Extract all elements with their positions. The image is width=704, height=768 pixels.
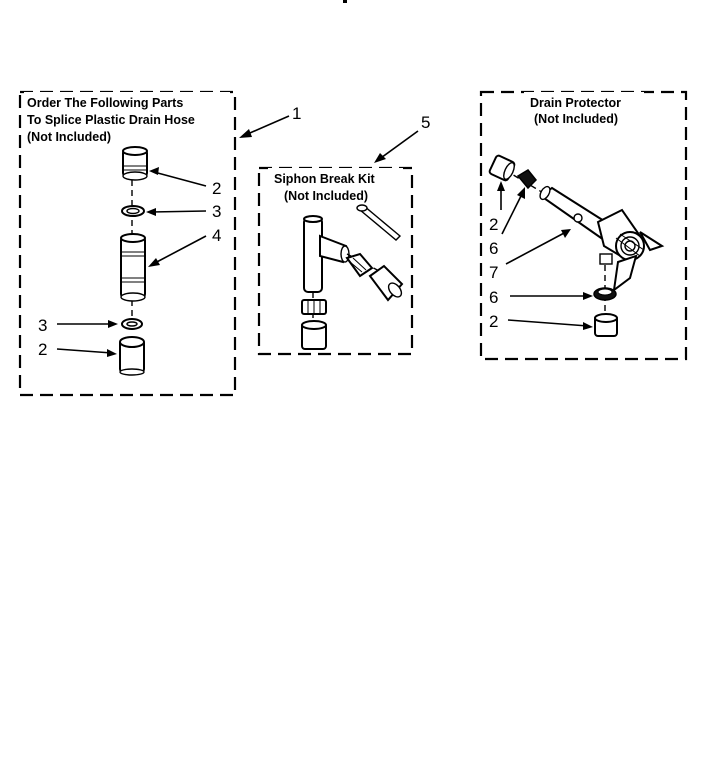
- arrowhead: [561, 229, 571, 238]
- splice-connector-bottom-part: [119, 336, 145, 376]
- splice-kit-title-line-3: (Not Included): [27, 130, 111, 144]
- arrowhead: [107, 349, 117, 357]
- splice-label-clamp-bottom: 3: [38, 316, 47, 335]
- splice-coupler-part: [120, 233, 146, 302]
- stray-mark: [343, 0, 347, 3]
- siphon-kit-box: [257, 166, 414, 356]
- siphon-nut-bottom-part: [301, 299, 327, 315]
- drain-label-ring: 6: [489, 288, 498, 307]
- drain-bottom-cap-part: [594, 313, 618, 337]
- siphon-cap-bottom-part: [301, 320, 327, 350]
- splice-clamp-top-part: [121, 205, 145, 217]
- arrowhead: [497, 181, 505, 191]
- siphon-kit-title-line-2: (Not Included): [284, 189, 368, 203]
- siphon-nut-side-part: [345, 252, 374, 278]
- splice-label-clamp-top: 3: [212, 202, 221, 221]
- arrowhead: [239, 129, 252, 138]
- splice-label-coupler: 4: [212, 226, 221, 245]
- siphon-kit-group: Siphon Break Kit (Not Included) 5: [257, 113, 430, 356]
- siphon-kit-title-line-1: Siphon Break Kit: [274, 172, 376, 186]
- splice-kit-group: Order The Following Parts To Splice Plas…: [18, 90, 301, 397]
- callout-1: 1: [292, 104, 301, 123]
- arrowhead: [517, 187, 525, 199]
- siphon-cap-side-part: [368, 264, 404, 302]
- drain-label-end-cap: 2: [489, 215, 498, 234]
- drain-label-nut: 6: [489, 239, 498, 258]
- drain-label-body: 7: [489, 263, 498, 282]
- arrowhead: [108, 320, 118, 328]
- arrowhead: [583, 322, 593, 330]
- arrowhead: [146, 208, 156, 216]
- splice-kit-title-line-2: To Splice Plastic Drain Hose: [27, 113, 195, 127]
- drain-protector-group: Drain Protector (Not Included): [479, 90, 688, 361]
- splice-connector-top-part: [122, 146, 148, 181]
- splice-clamp-bottom-part: [121, 318, 143, 330]
- arrowhead: [149, 167, 159, 175]
- drain-ring-part: [593, 287, 617, 301]
- arrowhead: [374, 153, 386, 163]
- splice-label-connector-bottom: 2: [38, 340, 47, 359]
- arrowhead: [583, 292, 593, 300]
- drain-body-part: [539, 185, 665, 293]
- drain-nut-top-part: [516, 169, 538, 190]
- callout-5: 5: [421, 113, 430, 132]
- drain-protector-title-line-1: Drain Protector: [530, 96, 621, 110]
- drain-protector-title-line-2: (Not Included): [534, 112, 618, 126]
- siphon-tee-part: [303, 215, 350, 293]
- arrowhead: [148, 258, 160, 267]
- splice-label-connector-top: 2: [212, 179, 221, 198]
- splice-kit-title-line-1: Order The Following Parts: [27, 96, 183, 110]
- siphon-pin-part: [356, 204, 402, 241]
- drain-end-cap-part: [488, 154, 516, 182]
- drain-label-bottom-cap: 2: [489, 312, 498, 331]
